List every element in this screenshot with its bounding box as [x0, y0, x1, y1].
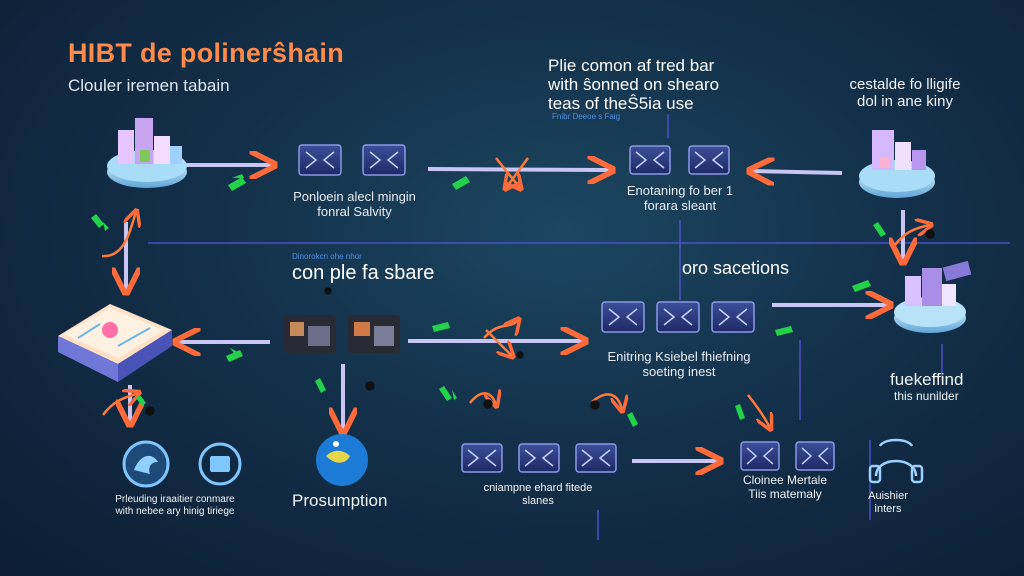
bottom-right-label: Cloinee Mertale Tiis matemaly	[742, 473, 828, 501]
city-platform-top-left	[107, 118, 187, 188]
circle-icons	[122, 434, 368, 488]
node-b-label: Enotaning fo ber 1 forara sleant	[626, 183, 734, 213]
chip-icons	[298, 144, 835, 473]
chip-glyphs	[305, 151, 829, 467]
city-platform-mid-right	[894, 260, 972, 333]
bottom-left-label: Prleuding iraaitier conmare with nebee a…	[115, 494, 235, 517]
right-mid-label: fuekeffind this nunilder	[890, 370, 964, 403]
top-center-label: Plie comon af tred bar with ŝonned on sh…	[548, 56, 720, 114]
machinery-icons	[284, 315, 400, 353]
section-left-tag: Dinorokcn ohe nhor	[292, 252, 362, 261]
page-subtitle: Clouler iremen tabain	[68, 76, 230, 95]
leaf-sprigs	[91, 174, 886, 427]
section-right-title: oro sacetions	[682, 258, 790, 278]
page-title: HIBT de polinerŝhain	[68, 38, 345, 68]
far-right-bottom-label: Auishier inters	[868, 490, 908, 515]
city-platform-top-right	[859, 130, 935, 198]
section-left-title: con ple fa sbare	[292, 262, 435, 284]
flow-arrows	[126, 165, 903, 461]
layer-stack-block	[58, 304, 172, 382]
dashed-arrows	[101, 157, 930, 428]
top-center-tag: Fnibr Deeoe s Faig	[552, 112, 621, 121]
node-c-label: Enitring Ksiebel fhiefning soeting inest	[607, 349, 751, 379]
prosumption-label: Prosumption	[292, 491, 388, 510]
node-a-label: Ponloein alecl mingin fonral Salvity	[293, 189, 416, 219]
bottom-center-label: cniampne ehard fitede slanes	[483, 482, 593, 507]
top-right-label: cestalde fo lligife dol in ane kiny	[849, 76, 961, 111]
gear-glyphs	[145, 229, 935, 416]
headset-icon	[868, 438, 924, 484]
